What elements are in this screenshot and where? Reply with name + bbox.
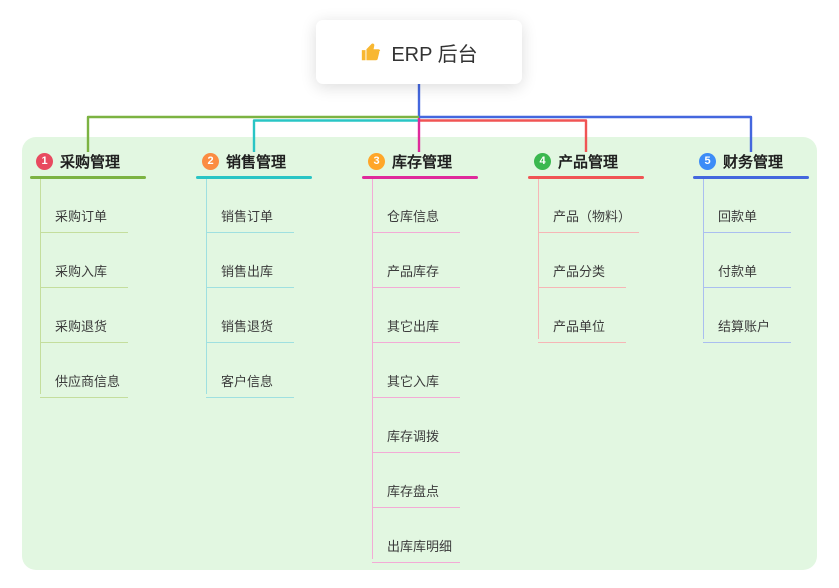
child-node[interactable]: 采购入库 — [40, 261, 128, 288]
branch-label: 产品管理 — [558, 153, 619, 171]
branch-line — [693, 176, 809, 179]
branch-purchase-management: 1 采购管理 采购订单 采购入库 采购退货 供应商信息 — [30, 0, 190, 588]
tree-connector-line — [40, 179, 41, 394]
child-node[interactable]: 其它入库 — [372, 371, 460, 398]
child-node[interactable]: 产品库存 — [372, 261, 460, 288]
branch-number-badge: 1 — [36, 152, 53, 170]
child-node[interactable]: 销售出库 — [206, 261, 294, 288]
child-node[interactable]: 其它出库 — [372, 316, 460, 343]
child-node[interactable]: 库存盘点 — [372, 481, 460, 508]
branch-product-management: 4 产品管理 产品（物料） 产品分类 产品单位 — [528, 0, 688, 588]
branch-line — [528, 176, 644, 179]
branch-line — [30, 176, 146, 179]
child-node[interactable]: 采购退货 — [40, 316, 128, 343]
branch-number-badge: 3 — [368, 152, 385, 170]
branch-inventory-management: 3 库存管理 仓库信息 产品库存 其它出库 其它入库 库存调拨 库存盘点 出库库… — [362, 0, 522, 588]
branch-number-badge: 5 — [699, 152, 716, 170]
branch-node[interactable]: 5 财务管理 — [699, 150, 783, 172]
branch-label: 库存管理 — [392, 153, 453, 171]
root-node[interactable]: ERP 后台 — [316, 20, 522, 84]
tree-connector-line — [538, 179, 539, 339]
child-node[interactable]: 仓库信息 — [372, 206, 460, 233]
child-node[interactable]: 产品分类 — [538, 261, 626, 288]
branch-line — [196, 176, 312, 179]
child-node[interactable]: 客户信息 — [206, 371, 294, 398]
branch-line — [362, 176, 478, 179]
branch-node[interactable]: 3 库存管理 — [368, 150, 452, 172]
branch-finance-management: 5 财务管理 回款单 付款单 结算账户 — [693, 0, 839, 588]
child-node[interactable]: 销售退货 — [206, 316, 294, 343]
branches-panel — [22, 137, 817, 570]
child-node[interactable]: 产品（物料） — [538, 206, 640, 233]
branch-label: 采购管理 — [60, 153, 121, 171]
child-node[interactable]: 库存调拨 — [372, 426, 460, 453]
root-title: ERP 后台 — [391, 43, 478, 66]
branch-node[interactable]: 4 产品管理 — [534, 150, 618, 172]
branch-node[interactable]: 1 采购管理 — [36, 150, 120, 172]
tree-connector-line — [703, 179, 704, 339]
child-node[interactable]: 采购订单 — [40, 206, 128, 233]
branch-node[interactable]: 2 销售管理 — [202, 150, 286, 172]
child-node[interactable]: 供应商信息 — [40, 371, 129, 398]
tree-connector-line — [206, 179, 207, 394]
branch-sales-management: 2 销售管理 销售订单 销售出库 销售退货 客户信息 — [196, 0, 356, 588]
branch-number-badge: 4 — [534, 152, 551, 170]
branch-number-badge: 2 — [202, 152, 219, 170]
child-node[interactable]: 销售订单 — [206, 206, 294, 233]
branch-label: 销售管理 — [226, 153, 287, 171]
child-node[interactable]: 结算账户 — [703, 316, 791, 343]
branch-label: 财务管理 — [723, 153, 784, 171]
child-node[interactable]: 付款单 — [703, 261, 791, 288]
tree-connector-line — [372, 179, 373, 559]
child-node[interactable]: 回款单 — [703, 206, 791, 233]
thumbs-up-icon — [360, 41, 382, 63]
child-node[interactable]: 出库库明细 — [372, 536, 461, 563]
child-node[interactable]: 产品单位 — [538, 316, 626, 343]
